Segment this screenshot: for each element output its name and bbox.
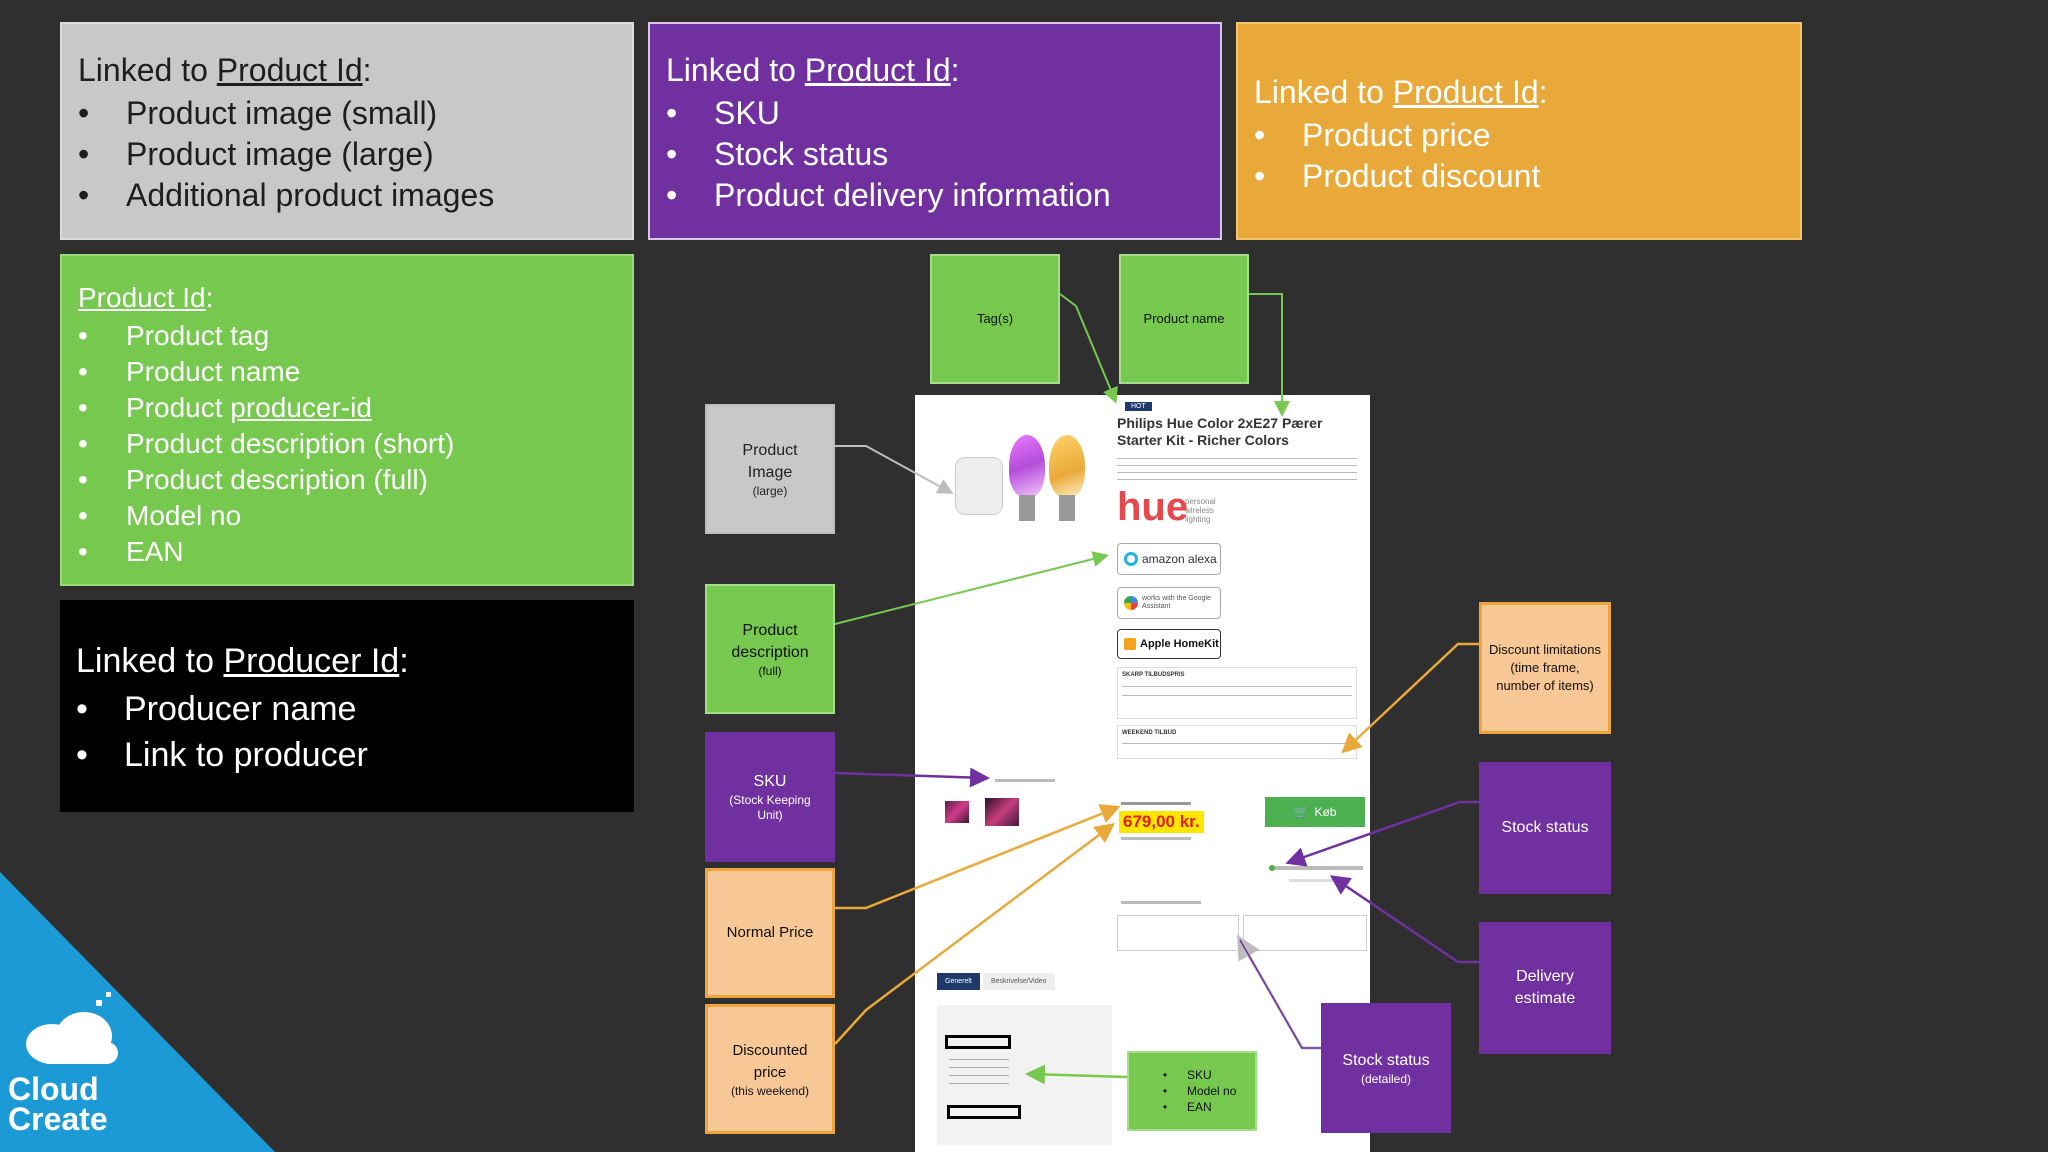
- arrow-tags: [1059, 293, 1118, 404]
- product-short-text: [1117, 455, 1357, 481]
- pickup-label: [1121, 901, 1201, 904]
- price-tag: 679,00 kr.: [1119, 811, 1204, 833]
- producer-link-highlight: [947, 1105, 1021, 1119]
- tags-label-box: Tag(s): [930, 254, 1060, 384]
- normal-price-label-box: Normal Price: [705, 868, 835, 998]
- black-box-list: Producer name Link to producer: [76, 686, 618, 778]
- alexa-icon: [1124, 552, 1138, 566]
- product-name-label-box: Product name: [1119, 254, 1249, 384]
- green-box-item: Product description (short): [78, 426, 616, 462]
- google-badge: works with the Google Assistant: [1117, 587, 1221, 619]
- stock-status-label-box: Stock status: [1479, 762, 1611, 894]
- orange-box-item: Product price: [1254, 115, 1784, 156]
- delivery-line: [1289, 879, 1349, 882]
- offer-box: SKARP TILBUDSPRIS: [1117, 667, 1357, 719]
- tab-generelt[interactable]: Generelt: [937, 973, 980, 990]
- pickup-store-1: [1117, 915, 1239, 951]
- hue-tagline: personal wireless lighting: [1185, 497, 1216, 524]
- discount-limitations-label-box: Discount limitations (time frame, number…: [1479, 602, 1611, 734]
- orange-box-heading: Linked to Product Id:: [1254, 74, 1548, 110]
- stock-status-detailed-label-box: Stock status(detailed): [1321, 1003, 1451, 1133]
- purple-box-heading: Linked to Product Id:: [666, 52, 960, 88]
- stock-dot: [1269, 865, 1275, 871]
- purple-info-box: Linked to Product Id: SKU Stock status P…: [648, 22, 1222, 240]
- price-excl-vat: [1121, 837, 1191, 840]
- purple-box-list: SKU Stock status Product delivery inform…: [666, 93, 1204, 216]
- weekend-offer-box: WEEKEND TILBUD: [1117, 725, 1357, 759]
- green-box-item: EAN: [78, 534, 616, 570]
- grey-box-item: Product image (large): [78, 134, 616, 175]
- homekit-icon: [1124, 638, 1136, 650]
- buy-button[interactable]: 🛒Køb: [1265, 797, 1365, 827]
- green-box-heading: Product Id:: [78, 282, 214, 313]
- grey-box-list: Product image (small) Product image (lar…: [78, 93, 616, 216]
- logo-corner-triangle: [0, 872, 275, 1152]
- orange-info-box: Linked to Product Id: Product price Prod…: [1236, 22, 1802, 240]
- grey-box-item: Additional product images: [78, 175, 616, 216]
- green-box-item: Product description (full): [78, 462, 616, 498]
- thumbnail-1: [945, 801, 969, 823]
- black-box-heading: Linked to Producer Id:: [76, 642, 409, 680]
- homekit-badge: Apple HomeKit: [1117, 629, 1221, 659]
- google-assistant-icon: [1124, 596, 1138, 610]
- purple-box-item: Stock status: [666, 134, 1204, 175]
- grey-box-heading: Linked to Product Id:: [78, 52, 372, 88]
- green-box-item: Product producer-id: [78, 390, 616, 426]
- orange-box-list: Product price Product discount: [1254, 115, 1784, 197]
- product-image: [955, 435, 1095, 525]
- green-box-item: Product name: [78, 354, 616, 390]
- bulb-color: [1009, 435, 1045, 497]
- sku-label-box: SKU(Stock Keeping Unit): [705, 732, 835, 862]
- normal-price-strike: [1121, 802, 1191, 805]
- green-info-box: Product Id: Product tag Product name Pro…: [60, 254, 634, 586]
- orange-box-item: Product discount: [1254, 156, 1784, 197]
- green-box-list: Product tag Product name Product produce…: [78, 318, 616, 570]
- black-box-item: Producer name: [76, 686, 618, 732]
- alexa-badge: amazon alexa: [1117, 543, 1221, 575]
- green-box-item: Model no: [78, 498, 616, 534]
- hue-bridge: [955, 457, 1003, 515]
- logo-text: Cloud Create: [8, 1071, 108, 1137]
- product-title: Philips Hue Color 2xE27 Pærer Starter Ki…: [1117, 415, 1323, 448]
- sku-model-ean-label-box: •SKU •Model no •EAN: [1127, 1051, 1257, 1131]
- black-info-box: Linked to Producer Id: Producer name Lin…: [60, 600, 634, 812]
- tab-description[interactable]: Beskrivelse/Video: [983, 973, 1055, 990]
- cart-icon: 🛒: [1293, 805, 1309, 819]
- hot-badge: HOT: [1125, 402, 1152, 411]
- producer-highlight: [945, 1035, 1011, 1049]
- purple-box-item: Product delivery information: [666, 175, 1204, 216]
- black-box-item: Link to producer: [76, 732, 618, 778]
- pickup-store-2: [1243, 915, 1367, 951]
- grey-box-item: Product image (small): [78, 93, 616, 134]
- thumbnail-2: [985, 798, 1019, 826]
- product-page-screenshot: HOT Philips Hue Color 2xE27 Pærer Starte…: [915, 395, 1370, 1152]
- cloud-icon: [26, 992, 120, 1064]
- grey-info-box: Linked to Product Id: Product image (sma…: [60, 22, 634, 240]
- bulb-white: [1049, 435, 1085, 497]
- sku-line: [995, 779, 1055, 782]
- purple-box-item: SKU: [666, 93, 1204, 134]
- stock-status-line: [1271, 866, 1363, 870]
- hue-logo: hue: [1117, 485, 1189, 529]
- green-box-item: Product tag: [78, 318, 616, 354]
